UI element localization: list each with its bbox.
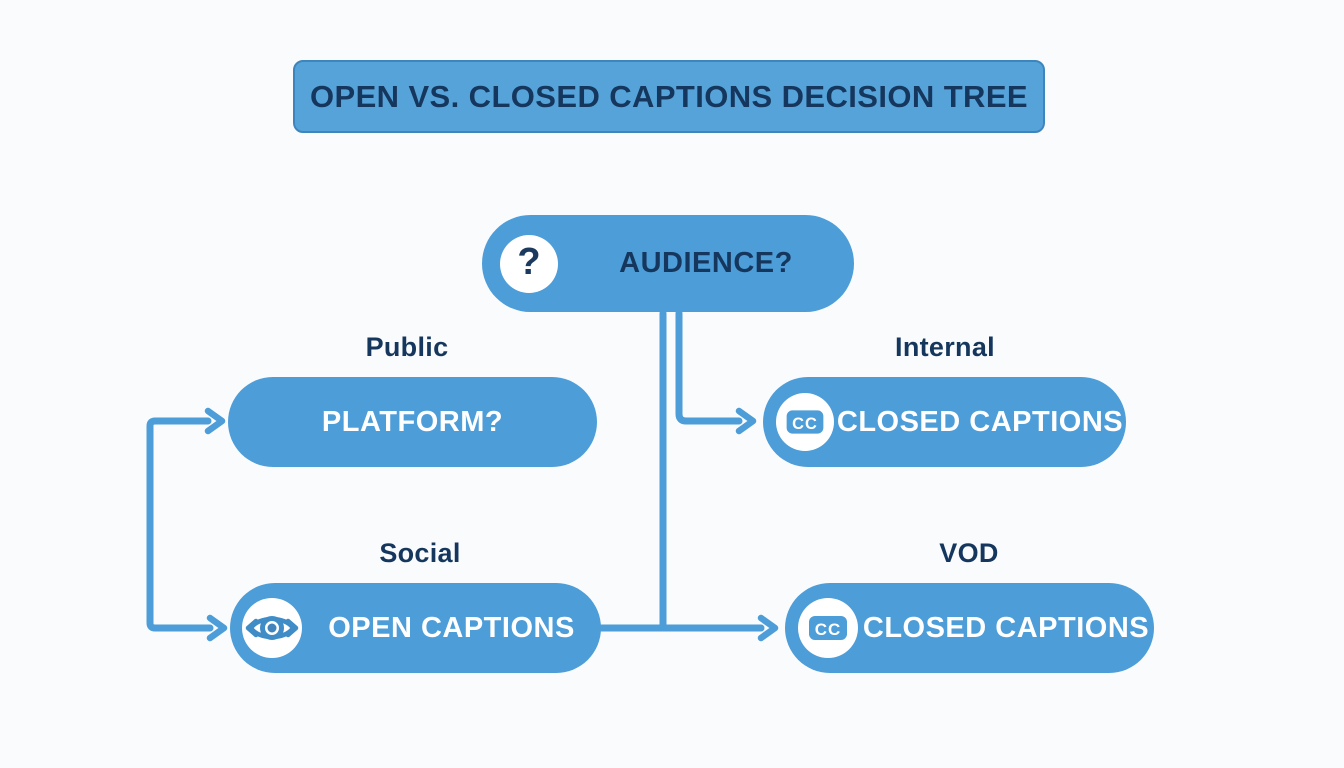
cc-icon: CC xyxy=(776,393,834,451)
page-title: OPEN VS. CLOSED CAPTIONS DECISION TREE xyxy=(310,78,1028,114)
node-closed-captions-vod-label: CLOSED CAPTIONS xyxy=(862,611,1150,644)
node-open-captions-label: OPEN CAPTIONS xyxy=(328,611,575,644)
node-audience-label: AUDIENCE? xyxy=(619,247,793,279)
node-audience: ? AUDIENCE? xyxy=(482,215,854,312)
node-closed-captions-internal: CC CLOSED CAPTIONS xyxy=(763,377,1126,467)
cc-icon: CC xyxy=(798,598,858,658)
cc-icon-text: CC xyxy=(792,415,818,433)
branch-label-vod: VOD xyxy=(939,538,999,568)
question-mark-glyph: ? xyxy=(517,241,541,283)
node-open-captions: OPEN CAPTIONS xyxy=(230,583,601,673)
title-banner: OPEN VS. CLOSED CAPTIONS DECISION TREE xyxy=(293,60,1045,133)
question-mark-icon: ? xyxy=(500,234,558,293)
eye-icon xyxy=(242,598,302,658)
node-platform-label: PLATFORM? xyxy=(321,405,504,438)
branch-label-social: Social xyxy=(379,538,461,568)
branch-label-public: Public xyxy=(365,332,449,362)
node-closed-captions-internal-label: CLOSED CAPTIONS xyxy=(836,405,1124,438)
cc-icon-text: CC xyxy=(815,620,842,639)
connector-audience-to-internal xyxy=(675,309,757,435)
branch-label-internal: Internal xyxy=(895,332,995,362)
connector-public-bracket xyxy=(146,407,228,642)
node-closed-captions-vod: CC CLOSED CAPTIONS xyxy=(785,583,1154,673)
node-platform: PLATFORM? xyxy=(228,377,597,467)
